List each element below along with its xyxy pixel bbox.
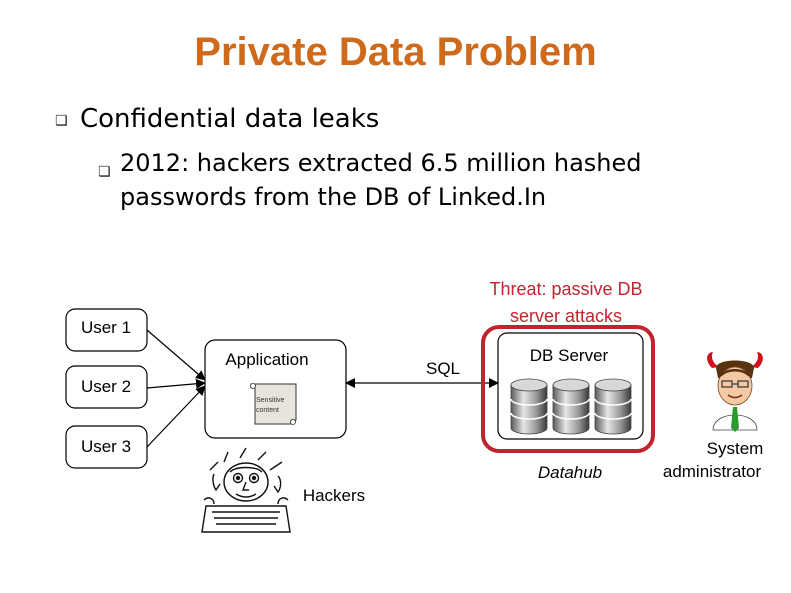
sql-connection: SQL xyxy=(345,359,499,388)
sql-label: SQL xyxy=(426,359,460,378)
user-box-1: User 1 xyxy=(65,308,148,352)
bullet-main-text: Confidential data leaks xyxy=(80,104,380,134)
user-box-2: User 2 xyxy=(65,365,148,409)
user-arrows xyxy=(146,329,206,448)
datahub-label: Datahub xyxy=(538,463,602,482)
user-2-label: User 2 xyxy=(81,377,131,396)
threat-label-line2: server attacks xyxy=(510,306,622,326)
database-icon-1 xyxy=(510,378,548,435)
database-icon-2 xyxy=(552,378,590,435)
application-label: Application xyxy=(225,350,308,369)
user-1-label: User 1 xyxy=(81,318,131,337)
devil-admin-icon xyxy=(707,352,763,432)
database-icon-3 xyxy=(594,378,632,435)
bullet-marker-icon: ❏ xyxy=(98,164,111,180)
doc-label-line1: Sensitive xyxy=(256,397,285,404)
user-3-label: User 3 xyxy=(81,437,131,456)
admin-label-line1: System xyxy=(707,439,764,458)
user-box-3: User 3 xyxy=(65,425,148,469)
sensitive-document-icon: Sensitive content xyxy=(250,383,297,425)
hacker-cartoon-icon xyxy=(201,447,291,533)
threat-highlight-box xyxy=(481,325,655,453)
bullet-marker-icon: ❏ xyxy=(55,113,68,129)
slide-title: Private Data Problem xyxy=(194,30,597,74)
db-server-label: DB Server xyxy=(530,346,609,365)
doc-label-line2: content xyxy=(256,407,279,414)
bullet-sub-text: 2012: hackers extracted 6.5 million hash… xyxy=(120,149,642,211)
admin-label-line2: administrator xyxy=(663,462,762,481)
hackers-label: Hackers xyxy=(303,486,365,505)
threat-label-line1: Threat: passive DB xyxy=(489,279,642,299)
